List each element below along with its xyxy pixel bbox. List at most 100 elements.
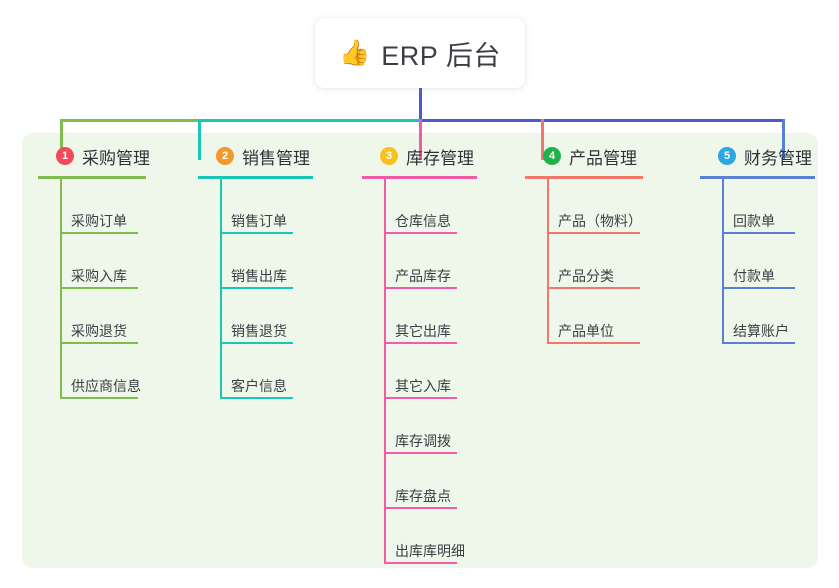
list-item-label: 采购退货 xyxy=(71,323,127,339)
list-item[interactable]: 付款单 xyxy=(700,234,815,289)
column-header-rule-5 xyxy=(700,176,815,179)
column-header-2[interactable]: 2 销售管理 xyxy=(198,144,313,168)
column-header-rule-4 xyxy=(525,176,643,179)
list-item[interactable]: 库存调拨 xyxy=(362,399,477,454)
column-spine-2 xyxy=(220,179,222,399)
list-item[interactable]: 采购退货 xyxy=(38,289,150,344)
column-spine-5 xyxy=(722,179,724,344)
list-item-rule xyxy=(384,507,457,509)
list-item-rule xyxy=(722,287,795,289)
root-node-content: 👍 ERP 后台 xyxy=(339,34,501,73)
column-title-4: 产品管理 xyxy=(569,148,637,168)
column-header-5[interactable]: 5 财务管理 xyxy=(700,144,815,168)
root-node-title: ERP 后台 xyxy=(381,40,501,71)
list-item-label: 采购订单 xyxy=(71,213,127,229)
root-node-card[interactable]: 👍 ERP 后台 xyxy=(315,18,525,88)
drop-col-5 xyxy=(782,119,785,160)
column-badge-3: 3 xyxy=(380,147,398,165)
list-item[interactable]: 产品单位 xyxy=(525,289,643,344)
column-items-2: 销售订单销售出库销售退货客户信息 xyxy=(198,179,313,399)
drop-col-1 xyxy=(60,119,63,160)
drop-col-2 xyxy=(198,119,201,160)
list-item-rule xyxy=(60,232,138,234)
root-stem-connector xyxy=(419,88,422,122)
drop-col-4 xyxy=(541,119,544,160)
list-item[interactable]: 结算账户 xyxy=(700,289,815,344)
column-title-5: 财务管理 xyxy=(744,148,812,168)
list-item-rule xyxy=(384,232,457,234)
list-item[interactable]: 客户信息 xyxy=(198,344,313,399)
list-item-label: 产品库存 xyxy=(395,268,451,284)
list-item-label: 结算账户 xyxy=(733,323,789,339)
list-item-label: 销售订单 xyxy=(231,213,287,229)
list-item[interactable]: 仓库信息 xyxy=(362,179,477,234)
column-title-2: 销售管理 xyxy=(242,148,310,168)
list-item[interactable]: 出库库明细 xyxy=(362,509,477,564)
list-item-label: 库存盘点 xyxy=(395,488,451,504)
column-4: 4 产品管理产品（物料） 产品分类产品单位 xyxy=(525,144,643,344)
list-item-rule xyxy=(384,342,457,344)
list-item-rule xyxy=(547,287,640,289)
list-item-label: 供应商信息 xyxy=(71,378,141,394)
list-item-rule xyxy=(220,232,293,234)
list-item-rule xyxy=(384,287,457,289)
list-item-rule xyxy=(220,287,293,289)
column-spine-1 xyxy=(60,179,62,399)
column-badge-2: 2 xyxy=(216,147,234,165)
column-spine-3 xyxy=(384,179,386,564)
list-item[interactable]: 其它入库 xyxy=(362,344,477,399)
list-item-rule xyxy=(384,562,457,564)
list-item-label: 其它入库 xyxy=(395,378,451,394)
list-item-rule xyxy=(547,342,640,344)
list-item[interactable]: 采购订单 xyxy=(38,179,150,234)
column-badge-4: 4 xyxy=(543,147,561,165)
list-item-rule xyxy=(220,397,293,399)
column-items-3: 仓库信息产品库存其它出库其它入库库存调拨库存盘点出库库明细 xyxy=(362,179,477,564)
list-item-rule xyxy=(60,342,138,344)
list-item[interactable]: 回款单 xyxy=(700,179,815,234)
list-item-label: 客户信息 xyxy=(231,378,287,394)
list-item-rule xyxy=(384,397,457,399)
list-item[interactable]: 产品（物料） xyxy=(525,179,643,234)
list-item[interactable]: 其它出库 xyxy=(362,289,477,344)
list-item[interactable]: 产品库存 xyxy=(362,234,477,289)
list-item-label: 产品分类 xyxy=(558,268,614,284)
list-item[interactable]: 产品分类 xyxy=(525,234,643,289)
column-badge-5: 5 xyxy=(718,147,736,165)
list-item-label: 库存调拨 xyxy=(395,433,451,449)
thumbs-up-icon: 👍 xyxy=(339,38,371,67)
list-item[interactable]: 供应商信息 xyxy=(38,344,150,399)
bus-green xyxy=(60,119,198,122)
list-item-label: 产品（物料） xyxy=(558,213,642,229)
list-item[interactable]: 销售退货 xyxy=(198,289,313,344)
list-item-rule xyxy=(60,287,138,289)
list-item-rule xyxy=(220,342,293,344)
list-item-label: 产品单位 xyxy=(558,323,614,339)
list-item-label: 回款单 xyxy=(733,213,775,229)
list-item[interactable]: 采购入库 xyxy=(38,234,150,289)
column-items-1: 采购订单采购入库采购退货供应商信息 xyxy=(38,179,150,399)
list-item-label: 其它出库 xyxy=(395,323,451,339)
column-header-4[interactable]: 4 产品管理 xyxy=(525,144,643,168)
list-item-label: 销售出库 xyxy=(231,268,287,284)
list-item-label: 采购入库 xyxy=(71,268,127,284)
diagram-panel xyxy=(22,133,818,568)
drop-col-3 xyxy=(419,119,422,160)
bus-teal xyxy=(198,119,419,122)
list-item-rule xyxy=(722,342,795,344)
column-5: 5 财务管理回款单付款单结算账户 xyxy=(700,144,815,344)
column-spine-4 xyxy=(547,179,549,344)
bus-indigo xyxy=(419,119,782,122)
list-item-label: 付款单 xyxy=(733,268,775,284)
column-title-1: 采购管理 xyxy=(82,148,150,168)
list-item[interactable]: 销售订单 xyxy=(198,179,313,234)
list-item-label: 仓库信息 xyxy=(395,213,451,229)
column-header-rule-1 xyxy=(38,176,146,179)
list-item[interactable]: 库存盘点 xyxy=(362,454,477,509)
list-item-rule xyxy=(722,232,795,234)
list-item[interactable]: 销售出库 xyxy=(198,234,313,289)
